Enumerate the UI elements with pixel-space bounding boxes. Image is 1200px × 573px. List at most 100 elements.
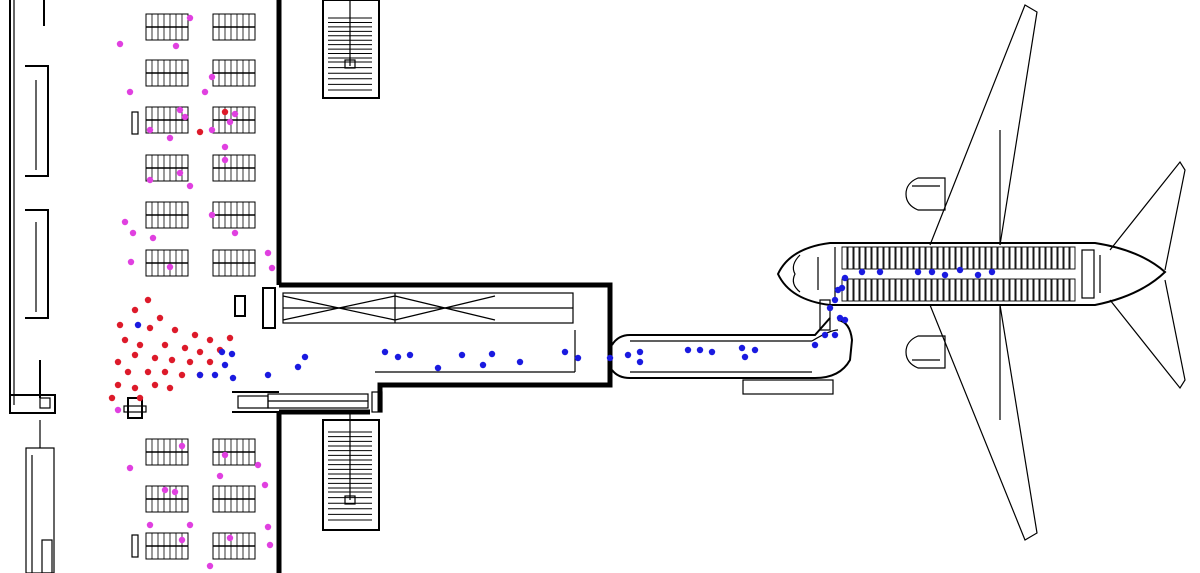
jet-bridge-tunnel (611, 299, 854, 395)
seat-row-lower (889, 278, 896, 302)
blue-agent (211, 371, 219, 379)
blue-agent (394, 353, 402, 361)
seat-row-upper (853, 246, 860, 270)
seat-row-lower (901, 278, 908, 302)
blue-agent (836, 314, 844, 322)
magenta-agent (221, 451, 229, 459)
seat-row-lower (1027, 278, 1034, 302)
seat-row-upper (865, 246, 872, 270)
magenta-agent (221, 156, 229, 164)
seat-row-upper (1045, 246, 1052, 270)
magenta-agent (146, 126, 154, 134)
blue-agent (294, 363, 302, 371)
red-agent (168, 356, 176, 364)
magenta-agent (172, 42, 180, 50)
seat-row-lower (955, 278, 962, 302)
seat-row-upper (901, 246, 908, 270)
red-agent (178, 371, 186, 379)
magenta-agent (146, 521, 154, 529)
seat-row-lower (865, 278, 872, 302)
blue-agent (406, 351, 414, 359)
magenta-agent (261, 481, 269, 489)
blue-agent (488, 350, 496, 358)
seat-row-lower (907, 278, 914, 302)
magenta-agent (254, 461, 262, 469)
passengers-waiting-red (108, 108, 234, 402)
magenta-agent (226, 118, 234, 126)
blue-agent (841, 274, 849, 282)
seat-row-lower (943, 278, 950, 302)
magenta-agent (114, 406, 122, 414)
red-agent (161, 368, 169, 376)
blue-agent (458, 351, 466, 359)
magenta-agent (171, 488, 179, 496)
seat-block (212, 532, 256, 560)
magenta-agent (186, 182, 194, 190)
seat-row-upper (883, 246, 890, 270)
seat-block (145, 154, 189, 182)
blue-agent (684, 346, 692, 354)
seat-block (212, 249, 256, 277)
magenta-agent (201, 88, 209, 96)
magenta-agent (268, 264, 276, 272)
seat-row-upper (1057, 246, 1064, 270)
blue-agent (221, 361, 229, 369)
passengers-boarding-blue (134, 266, 996, 382)
aircraft (776, 4, 1186, 541)
seat-row-upper (955, 246, 962, 270)
seat-row-lower (1039, 278, 1046, 302)
seat-row-lower (1003, 278, 1010, 302)
seat-row-upper (907, 246, 914, 270)
blue-agent (738, 344, 746, 352)
seat-row-lower (1051, 278, 1058, 302)
seat-row-lower (1045, 278, 1052, 302)
seat-row-lower (859, 278, 866, 302)
red-agent (144, 368, 152, 376)
seat-block (145, 249, 189, 277)
seat-row-upper (859, 246, 866, 270)
magenta-agent (126, 88, 134, 96)
seat-row-lower (847, 278, 854, 302)
red-agent (206, 336, 214, 344)
red-agent (196, 348, 204, 356)
seat-row-upper (925, 246, 932, 270)
blue-agent (838, 284, 846, 292)
seat-row-lower (871, 278, 878, 302)
red-agent (124, 368, 132, 376)
magenta-agent (264, 523, 272, 531)
seat-row-lower (979, 278, 986, 302)
blue-agent (228, 350, 236, 358)
seat-row-lower (931, 278, 938, 302)
seat-row-upper (979, 246, 986, 270)
blue-agent (841, 316, 849, 324)
red-agent (171, 326, 179, 334)
red-agent (144, 296, 152, 304)
red-agent (108, 394, 116, 402)
magenta-agent (186, 14, 194, 22)
blue-agent (928, 268, 936, 276)
red-agent (166, 384, 174, 392)
blue-agent (134, 321, 142, 329)
blue-agent (696, 346, 704, 354)
blue-agent (741, 353, 749, 361)
seat-row-lower (985, 278, 992, 302)
magenta-agent (221, 143, 229, 151)
seat-block (212, 201, 256, 229)
magenta-agent (178, 442, 186, 450)
seat-row-upper (973, 246, 980, 270)
blue-agent (636, 348, 644, 356)
seat-row-upper (895, 246, 902, 270)
magenta-agent (121, 218, 129, 226)
magenta-agent (208, 126, 216, 134)
magenta-agent (176, 169, 184, 177)
magenta-agent (208, 73, 216, 81)
seat-row-upper (1015, 246, 1022, 270)
seat-row-upper (1051, 246, 1058, 270)
seat-row-upper (1039, 246, 1046, 270)
seat-row-lower (1021, 278, 1028, 302)
magenta-agent (166, 134, 174, 142)
blue-agent (941, 271, 949, 279)
seat-row-lower (853, 278, 860, 302)
seat-block (212, 59, 256, 87)
